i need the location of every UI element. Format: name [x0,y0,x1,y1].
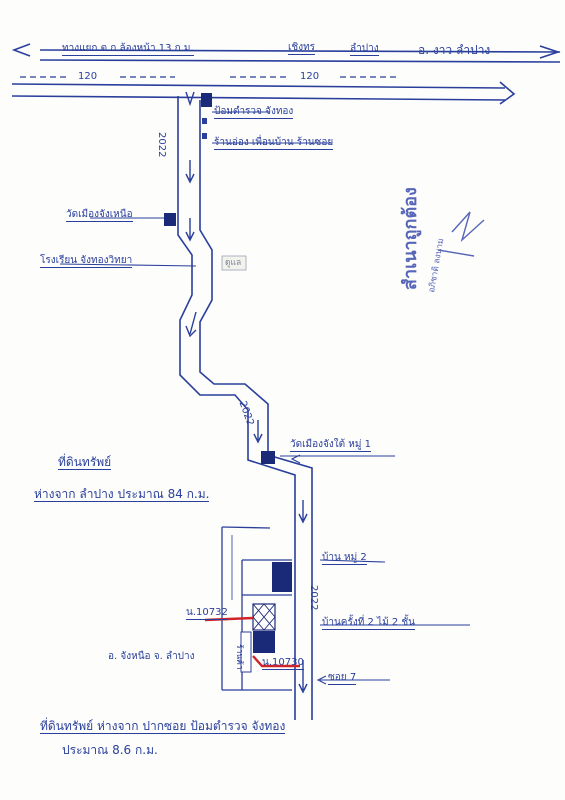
junction-shop-label: ร้านอ่อง เพื่อนบ้าน ร้านซอย [214,137,334,150]
temple-south-label: วัดเมืองจังใต้ หมู่ 1 [290,439,372,452]
notes-title: ที่ดินทรัพย์ [58,455,112,470]
signature-scribble [437,211,485,257]
route-number-left: 120 [78,71,98,82]
school-label: โรงเรียน จังทองวิทยา [40,255,133,268]
road-2022 [177,96,313,720]
notes-distance-soi: ที่ดินทรัพย์ ห่างจาก ปากซอย ป้อมตำรวจ จั… [40,719,286,734]
soi-label: ซอย 7 [328,672,357,685]
district-label: อ. จังหนือ จ. ลำปาง [108,651,195,662]
road-arrows [185,91,308,694]
parcel-north: น.10732 [186,607,228,620]
top-road-mid-label-2: ลำปาง [350,43,379,56]
certified-copy-stamp: สำเนาถูกต้อง [400,187,421,290]
kiosk-label: ร้านค้า [234,644,244,670]
parcel-south: น.10730 [262,657,304,670]
top-road-mid-label-1: เชิงทร [288,42,316,55]
notes-distance-value: ประมาณ 8.6 ก.ม. [62,743,158,757]
school-sign-text: ดูแล [225,258,242,268]
road-label-1: 2022 [156,132,167,158]
house-label: บ้านครั้งที่ 2 ไม้ 2 ชั้น [322,617,416,630]
top-road-left-label: ทางแยก ต.ก.ล้องหน้า 13 ก.ม. [62,43,194,56]
route-number-right: 120 [300,71,320,82]
junction-top-label: ป้อมตำรวจ จังทอง [214,106,294,119]
village-label: บ้าน หมู่ 2 [322,552,367,565]
junction-small-marks [202,118,207,139]
temple-north-label: วัดเมืองจังเหนือ [66,209,133,222]
leader-lines [59,111,470,685]
notes-distance-lampang: ห่างจาก ลำปาง ประมาณ 84 ก.ม. [34,487,210,502]
property-blocks [240,562,292,673]
school-sign [221,255,247,271]
top-road [11,43,561,105]
road-label-3: 2022 [308,585,319,611]
landmark-markers [164,93,275,464]
top-road-right-label: อ. งาว ลำปาง [418,43,491,57]
